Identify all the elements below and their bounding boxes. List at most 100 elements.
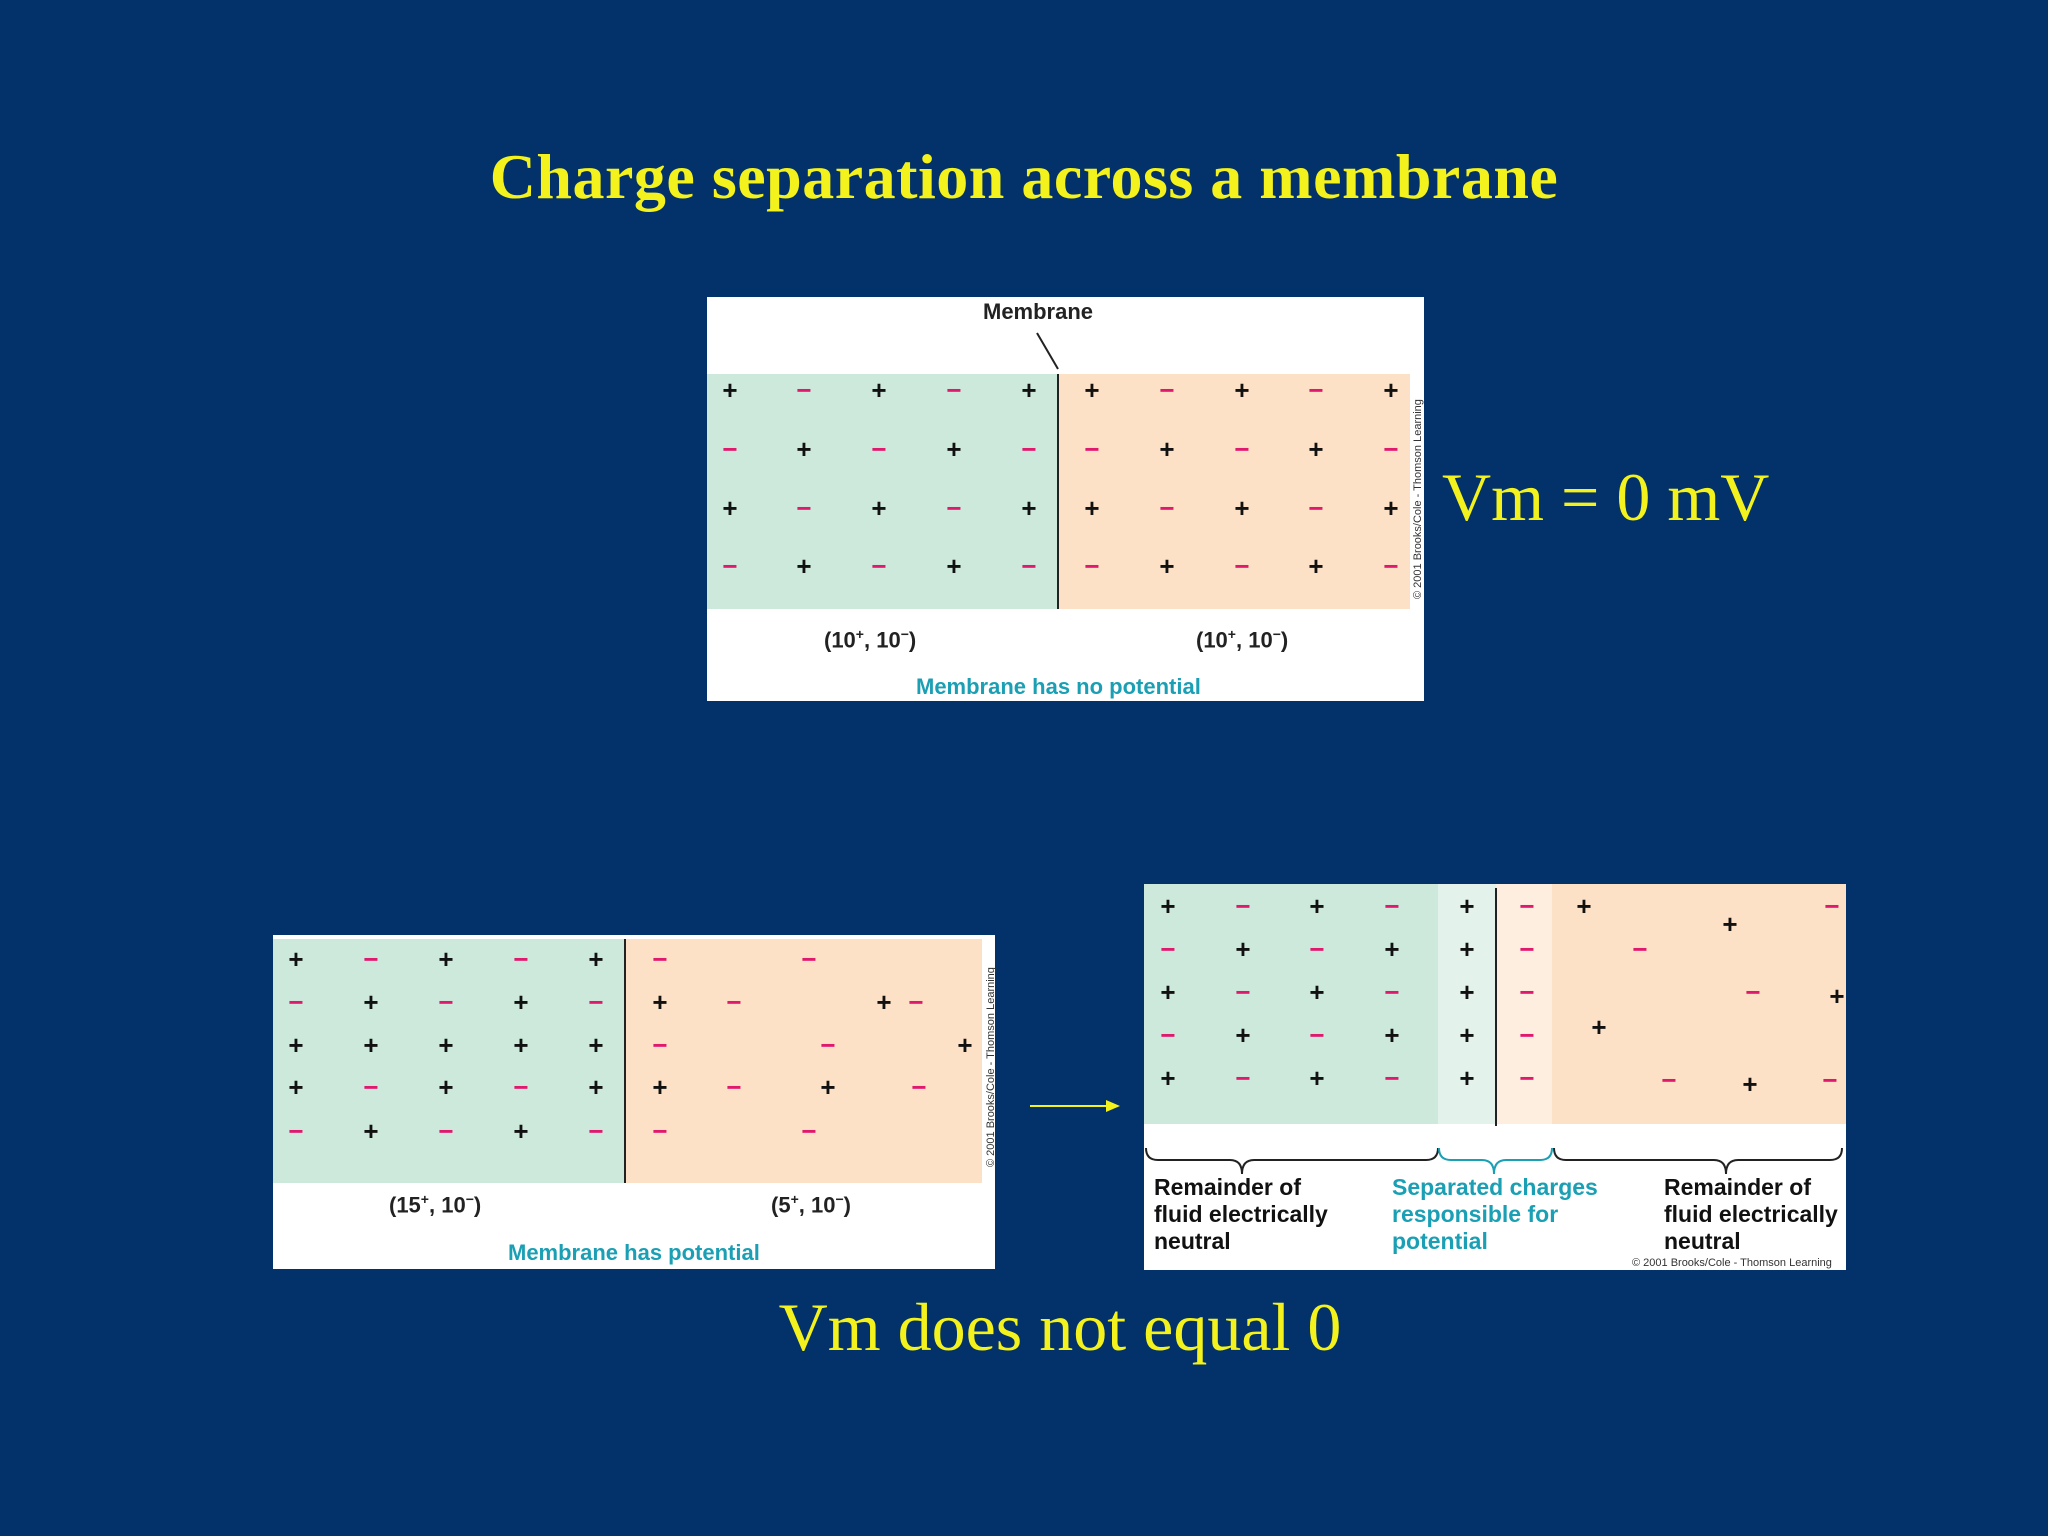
membrane-line <box>1495 888 1497 1126</box>
negative-ion-icon: − <box>1822 1065 1838 1095</box>
negative-ion-icon: − <box>1519 977 1535 1007</box>
negative-ion-icon: − <box>1383 551 1399 581</box>
positive-ion-icon: + <box>946 551 962 581</box>
positive-ion-icon: + <box>1309 977 1325 1007</box>
negative-ion-icon: − <box>1235 977 1251 1007</box>
negative-ion-icon: − <box>1308 493 1324 523</box>
positive-ion-icon: + <box>363 1030 379 1060</box>
left-neutral-text: Remainder of fluid electrically neutral <box>1154 1174 1328 1254</box>
vm-not-zero-label: Vm does not equal 0 <box>778 1289 1342 1365</box>
positive-ion-icon: + <box>1160 977 1176 1007</box>
positive-ion-icon: + <box>796 434 812 464</box>
negative-ion-icon: − <box>1084 434 1100 464</box>
inside-fluid-region <box>1144 884 1438 1124</box>
negative-ion-icon: − <box>588 1116 604 1146</box>
positive-ion-icon: + <box>871 375 887 405</box>
negative-ion-icon: − <box>1745 977 1761 1007</box>
negative-ion-icon: − <box>1309 1020 1325 1050</box>
negative-ion-icon: − <box>363 944 379 974</box>
copyright-text: © 2001 Brooks/Cole - Thomson Learning <box>985 967 997 1167</box>
positive-ion-icon: + <box>1160 891 1176 921</box>
positive-ion-icon: + <box>1084 493 1100 523</box>
positive-ion-icon: + <box>957 1030 973 1060</box>
inside-fluid-region <box>273 939 625 1183</box>
outside-fluid-region <box>1058 374 1410 609</box>
positive-ion-icon: + <box>1459 1063 1475 1093</box>
negative-ion-icon: − <box>1308 375 1324 405</box>
no-potential-caption: Membrane has no potential <box>916 674 1201 699</box>
positive-ion-icon: + <box>438 1030 454 1060</box>
negative-ion-icon: − <box>513 944 529 974</box>
positive-ion-icon: + <box>1084 375 1100 405</box>
negative-ion-icon: − <box>871 434 887 464</box>
negative-ion-icon: − <box>1235 1063 1251 1093</box>
positive-ion-icon: + <box>1591 1012 1607 1042</box>
negative-ion-icon: − <box>946 375 962 405</box>
positive-ion-icon: + <box>1742 1069 1758 1099</box>
slide-title: Charge separation across a membrane <box>489 141 1559 212</box>
separated-positive-region <box>1438 884 1496 1124</box>
positive-ion-icon: + <box>1383 375 1399 405</box>
positive-ion-icon: + <box>588 1030 604 1060</box>
positive-ion-icon: + <box>438 944 454 974</box>
negative-ion-icon: − <box>1159 375 1175 405</box>
positive-ion-icon: + <box>513 1030 529 1060</box>
positive-ion-icon: + <box>1309 891 1325 921</box>
positive-ion-icon: + <box>946 434 962 464</box>
positive-ion-icon: + <box>1383 493 1399 523</box>
negative-ion-icon: − <box>288 1116 304 1146</box>
membrane-line <box>1057 374 1059 609</box>
negative-ion-icon: − <box>1384 977 1400 1007</box>
negative-ion-icon: − <box>588 987 604 1017</box>
positive-ion-icon: + <box>1459 1020 1475 1050</box>
positive-ion-icon: + <box>1308 551 1324 581</box>
positive-ion-icon: + <box>796 551 812 581</box>
separated-negative-region <box>1496 884 1552 1124</box>
copyright-text: © 2001 Brooks/Cole - Thomson Learning <box>1632 1257 1832 1269</box>
positive-ion-icon: + <box>1384 1020 1400 1050</box>
positive-ion-icon: + <box>652 987 668 1017</box>
positive-ion-icon: + <box>1829 981 1845 1011</box>
negative-ion-icon: − <box>1384 891 1400 921</box>
positive-ion-icon: + <box>1459 977 1475 1007</box>
positive-ion-icon: + <box>288 944 304 974</box>
negative-ion-icon: − <box>1519 1020 1535 1050</box>
membrane-pointer-line <box>1036 332 1059 370</box>
negative-ion-icon: − <box>652 944 668 974</box>
positive-ion-icon: + <box>1235 934 1251 964</box>
negative-ion-icon: − <box>820 1030 836 1060</box>
negative-ion-icon: − <box>1084 551 1100 581</box>
separated-charges-text: Separated charges responsible for potent… <box>1392 1174 1598 1254</box>
positive-ion-icon: + <box>1159 434 1175 464</box>
positive-ion-icon: + <box>1576 891 1592 921</box>
negative-ion-icon: − <box>1309 934 1325 964</box>
outside-fluid-region <box>1552 884 1846 1124</box>
negative-ion-icon: − <box>871 551 887 581</box>
positive-ion-icon: + <box>1459 891 1475 921</box>
has-potential-caption: Membrane has potential <box>508 1240 760 1265</box>
left-charge-count: (15+, 10−) <box>389 1191 482 1218</box>
negative-ion-icon: − <box>652 1116 668 1146</box>
negative-ion-icon: − <box>363 1072 379 1102</box>
negative-ion-icon: − <box>1021 551 1037 581</box>
inside-fluid-region <box>707 374 1058 609</box>
negative-ion-icon: − <box>911 1072 927 1102</box>
negative-ion-icon: − <box>513 1072 529 1102</box>
negative-ion-icon: − <box>1384 1063 1400 1093</box>
positive-ion-icon: + <box>1021 493 1037 523</box>
negative-ion-icon: − <box>1159 493 1175 523</box>
negative-ion-icon: − <box>1824 891 1840 921</box>
right-neutral-text: Remainder of fluid electrically neutral <box>1664 1174 1838 1254</box>
negative-ion-icon: − <box>946 493 962 523</box>
right-charge-count: (10+, 10−) <box>1196 626 1289 653</box>
negative-ion-icon: − <box>908 987 924 1017</box>
negative-ion-icon: − <box>722 551 738 581</box>
positive-ion-icon: + <box>363 1116 379 1146</box>
negative-ion-icon: − <box>726 987 742 1017</box>
positive-ion-icon: + <box>438 1072 454 1102</box>
negative-ion-icon: − <box>438 987 454 1017</box>
negative-ion-icon: − <box>652 1030 668 1060</box>
right-charge-count: (5+, 10−) <box>771 1191 851 1218</box>
negative-ion-icon: − <box>801 1116 817 1146</box>
positive-ion-icon: + <box>1160 1063 1176 1093</box>
